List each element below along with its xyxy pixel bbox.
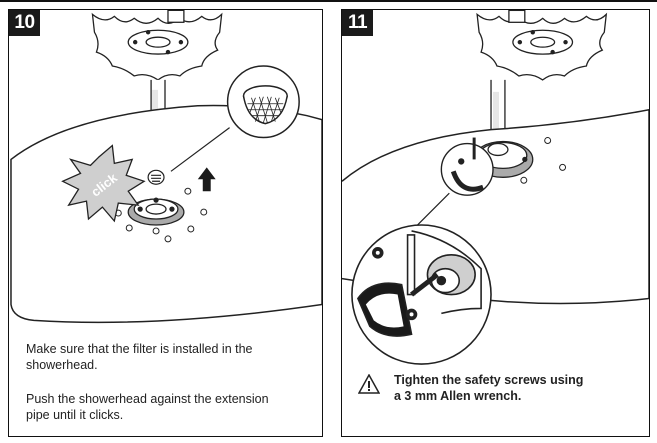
- filter-zoom: [226, 65, 300, 139]
- step-11-panel: 11: [341, 9, 650, 437]
- step-10-number: 10: [9, 10, 40, 36]
- step-10-illustration: click: [10, 10, 322, 324]
- warning-triangle-icon: [358, 374, 380, 394]
- top-rule: [0, 0, 657, 2]
- warning-text: Tighten the safety screws using a 3 mm A…: [394, 373, 584, 403]
- instruction-push: Push the showerhead against the extensio…: [26, 392, 269, 422]
- filter-small: [147, 169, 165, 185]
- detail-circle-small: [440, 137, 494, 196]
- step-10-panel: 10: [8, 9, 323, 437]
- step-11-illustration: [342, 10, 649, 365]
- ceiling-mount: [91, 12, 223, 81]
- ceiling-mount: [476, 12, 608, 81]
- step-11-number: 11: [342, 10, 373, 36]
- warning-row: Tighten the safety screws using a 3 mm A…: [358, 372, 584, 404]
- detail-circle-large: [351, 224, 492, 365]
- instruction-filter: Make sure that the filter is installed i…: [26, 342, 253, 372]
- click-burst: click: [61, 144, 146, 223]
- connector: [114, 187, 208, 243]
